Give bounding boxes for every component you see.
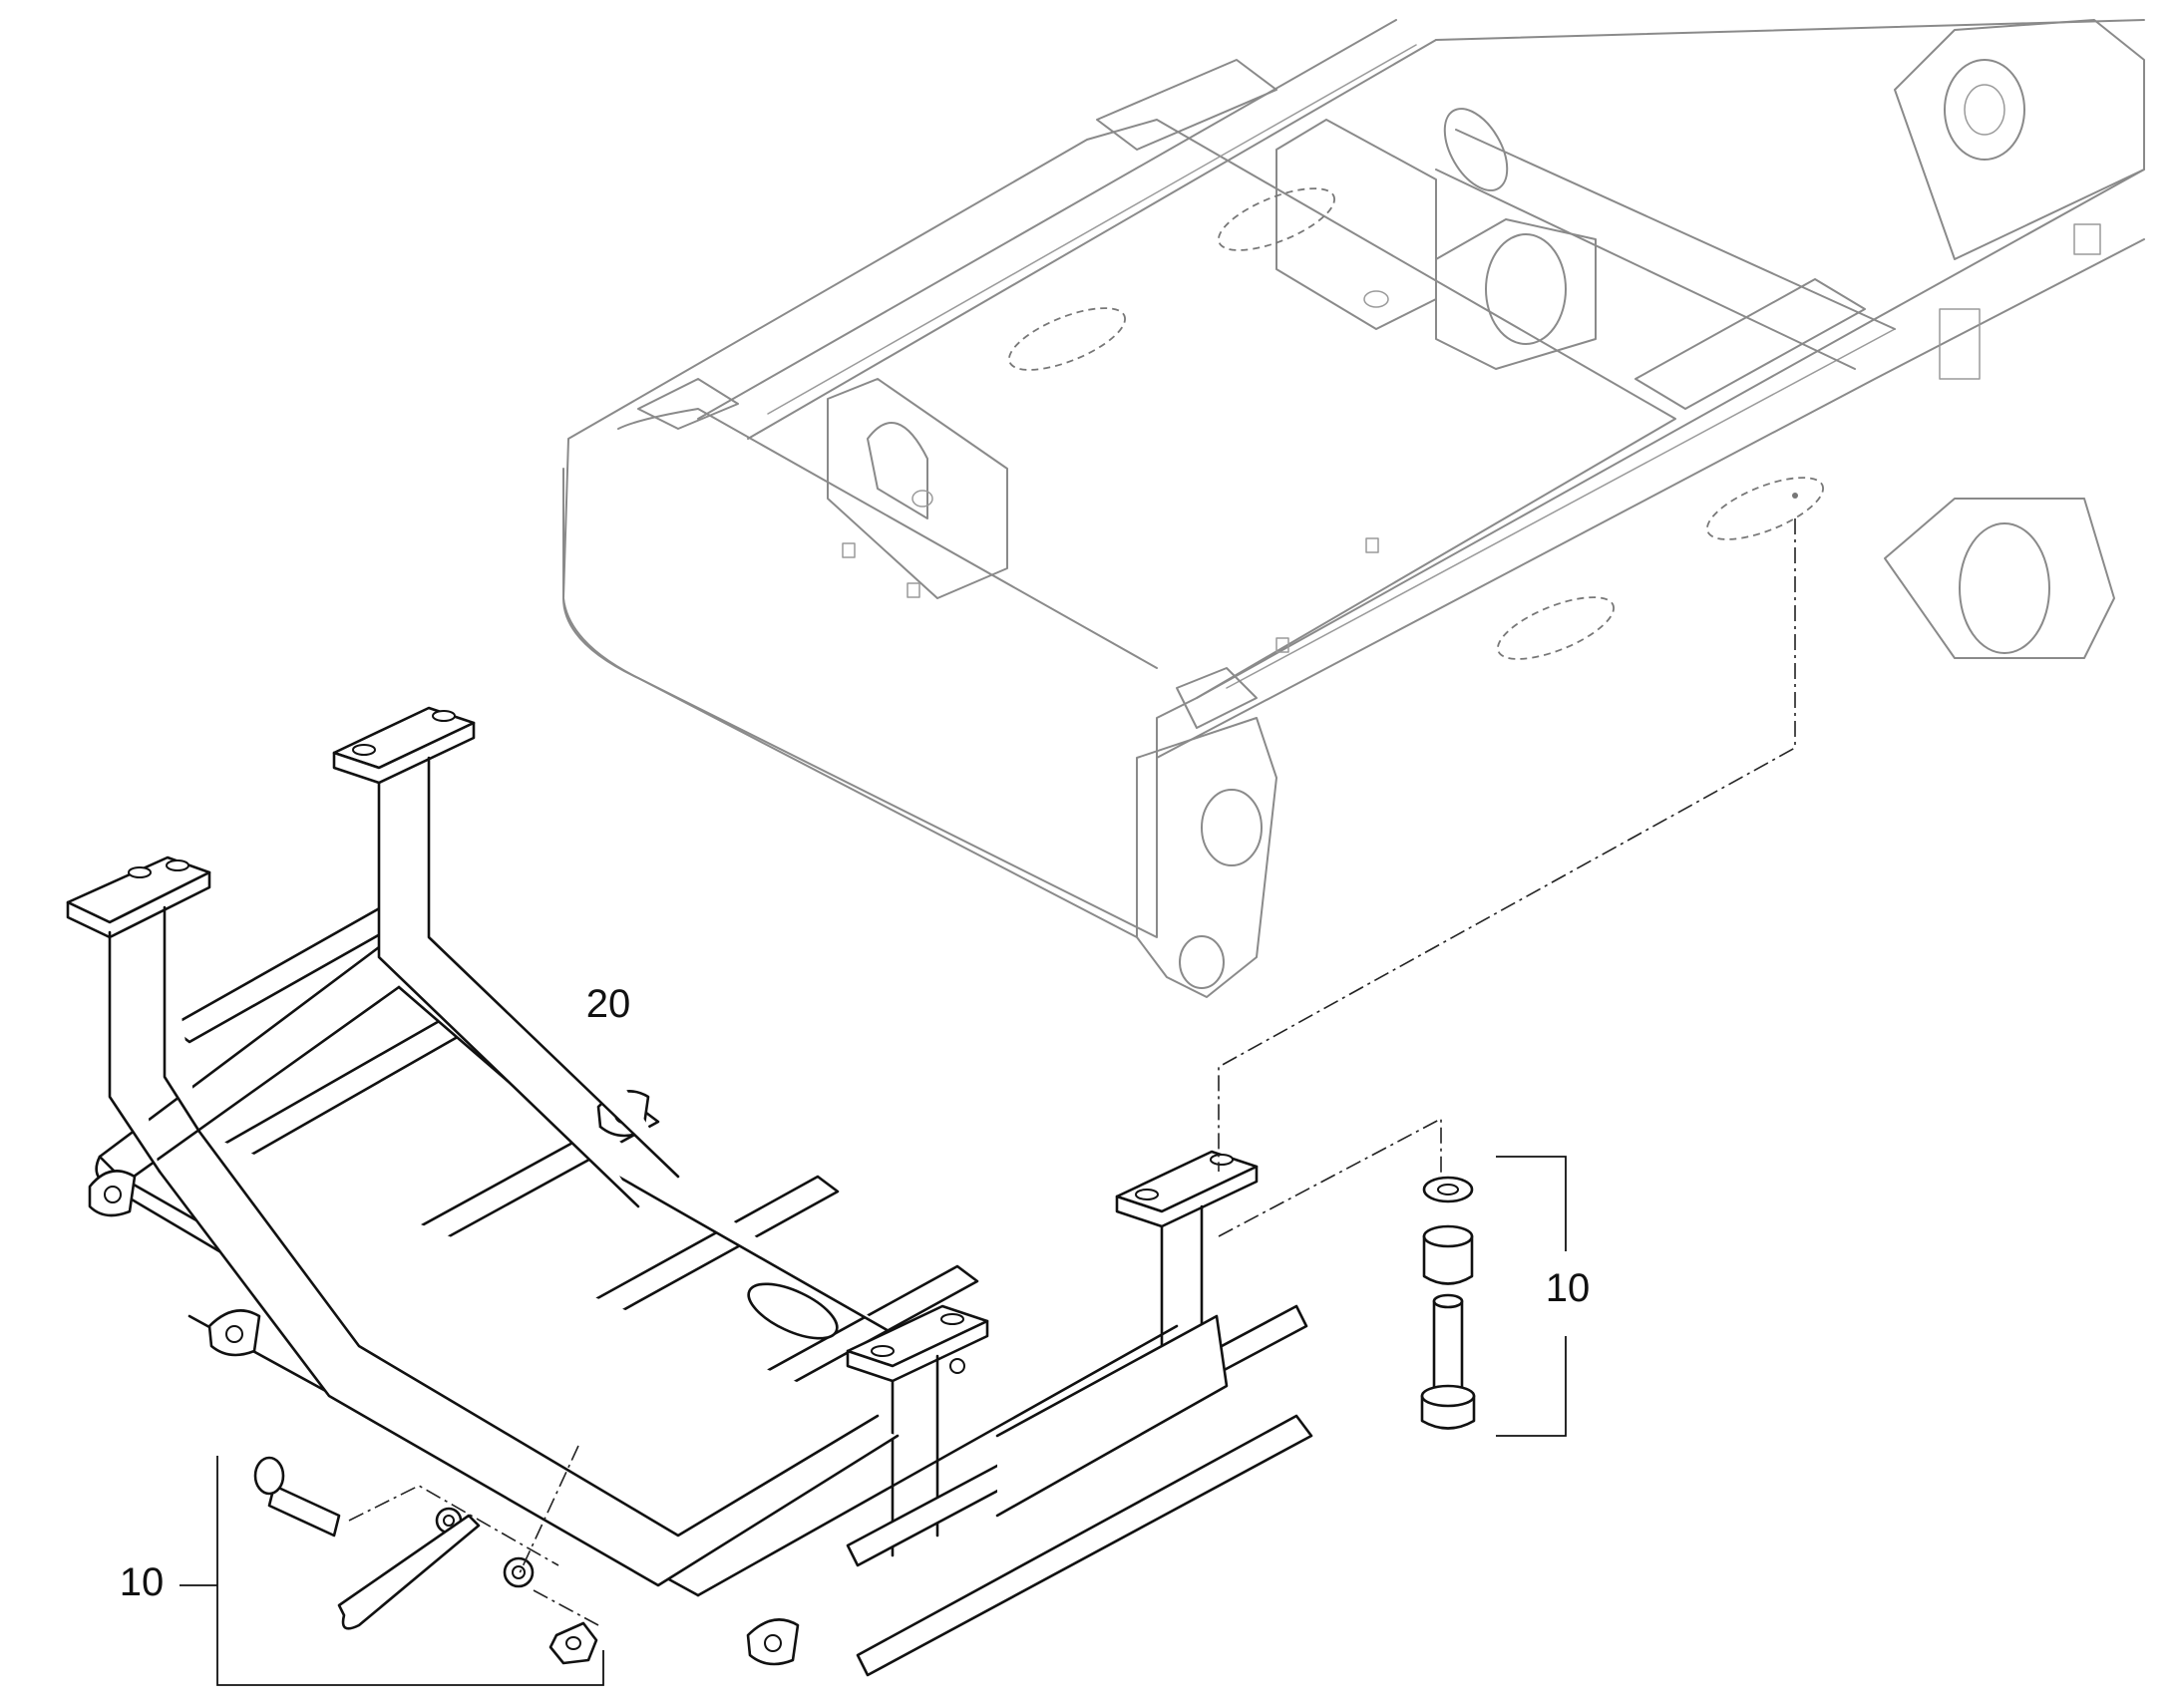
right-rear-leg <box>1115 1150 1259 1388</box>
assembly-leader-lines <box>348 518 1796 1626</box>
middle-upright-leg <box>332 706 680 1208</box>
hardware-kit-right <box>1420 1176 1476 1430</box>
machine-main-frame <box>562 19 2145 998</box>
left-upright-leg <box>66 855 211 1174</box>
callout-brackets <box>180 1156 1567 1686</box>
callout-label-hardware-kit-left: 10 <box>120 1560 165 1604</box>
callout-label-hardware-kit-right: 10 <box>1546 1266 1591 1310</box>
callout-label-frame-assembly: 20 <box>586 982 631 1026</box>
subframe-assembly <box>66 706 1313 1677</box>
hardware-kit-left <box>253 1456 598 1665</box>
